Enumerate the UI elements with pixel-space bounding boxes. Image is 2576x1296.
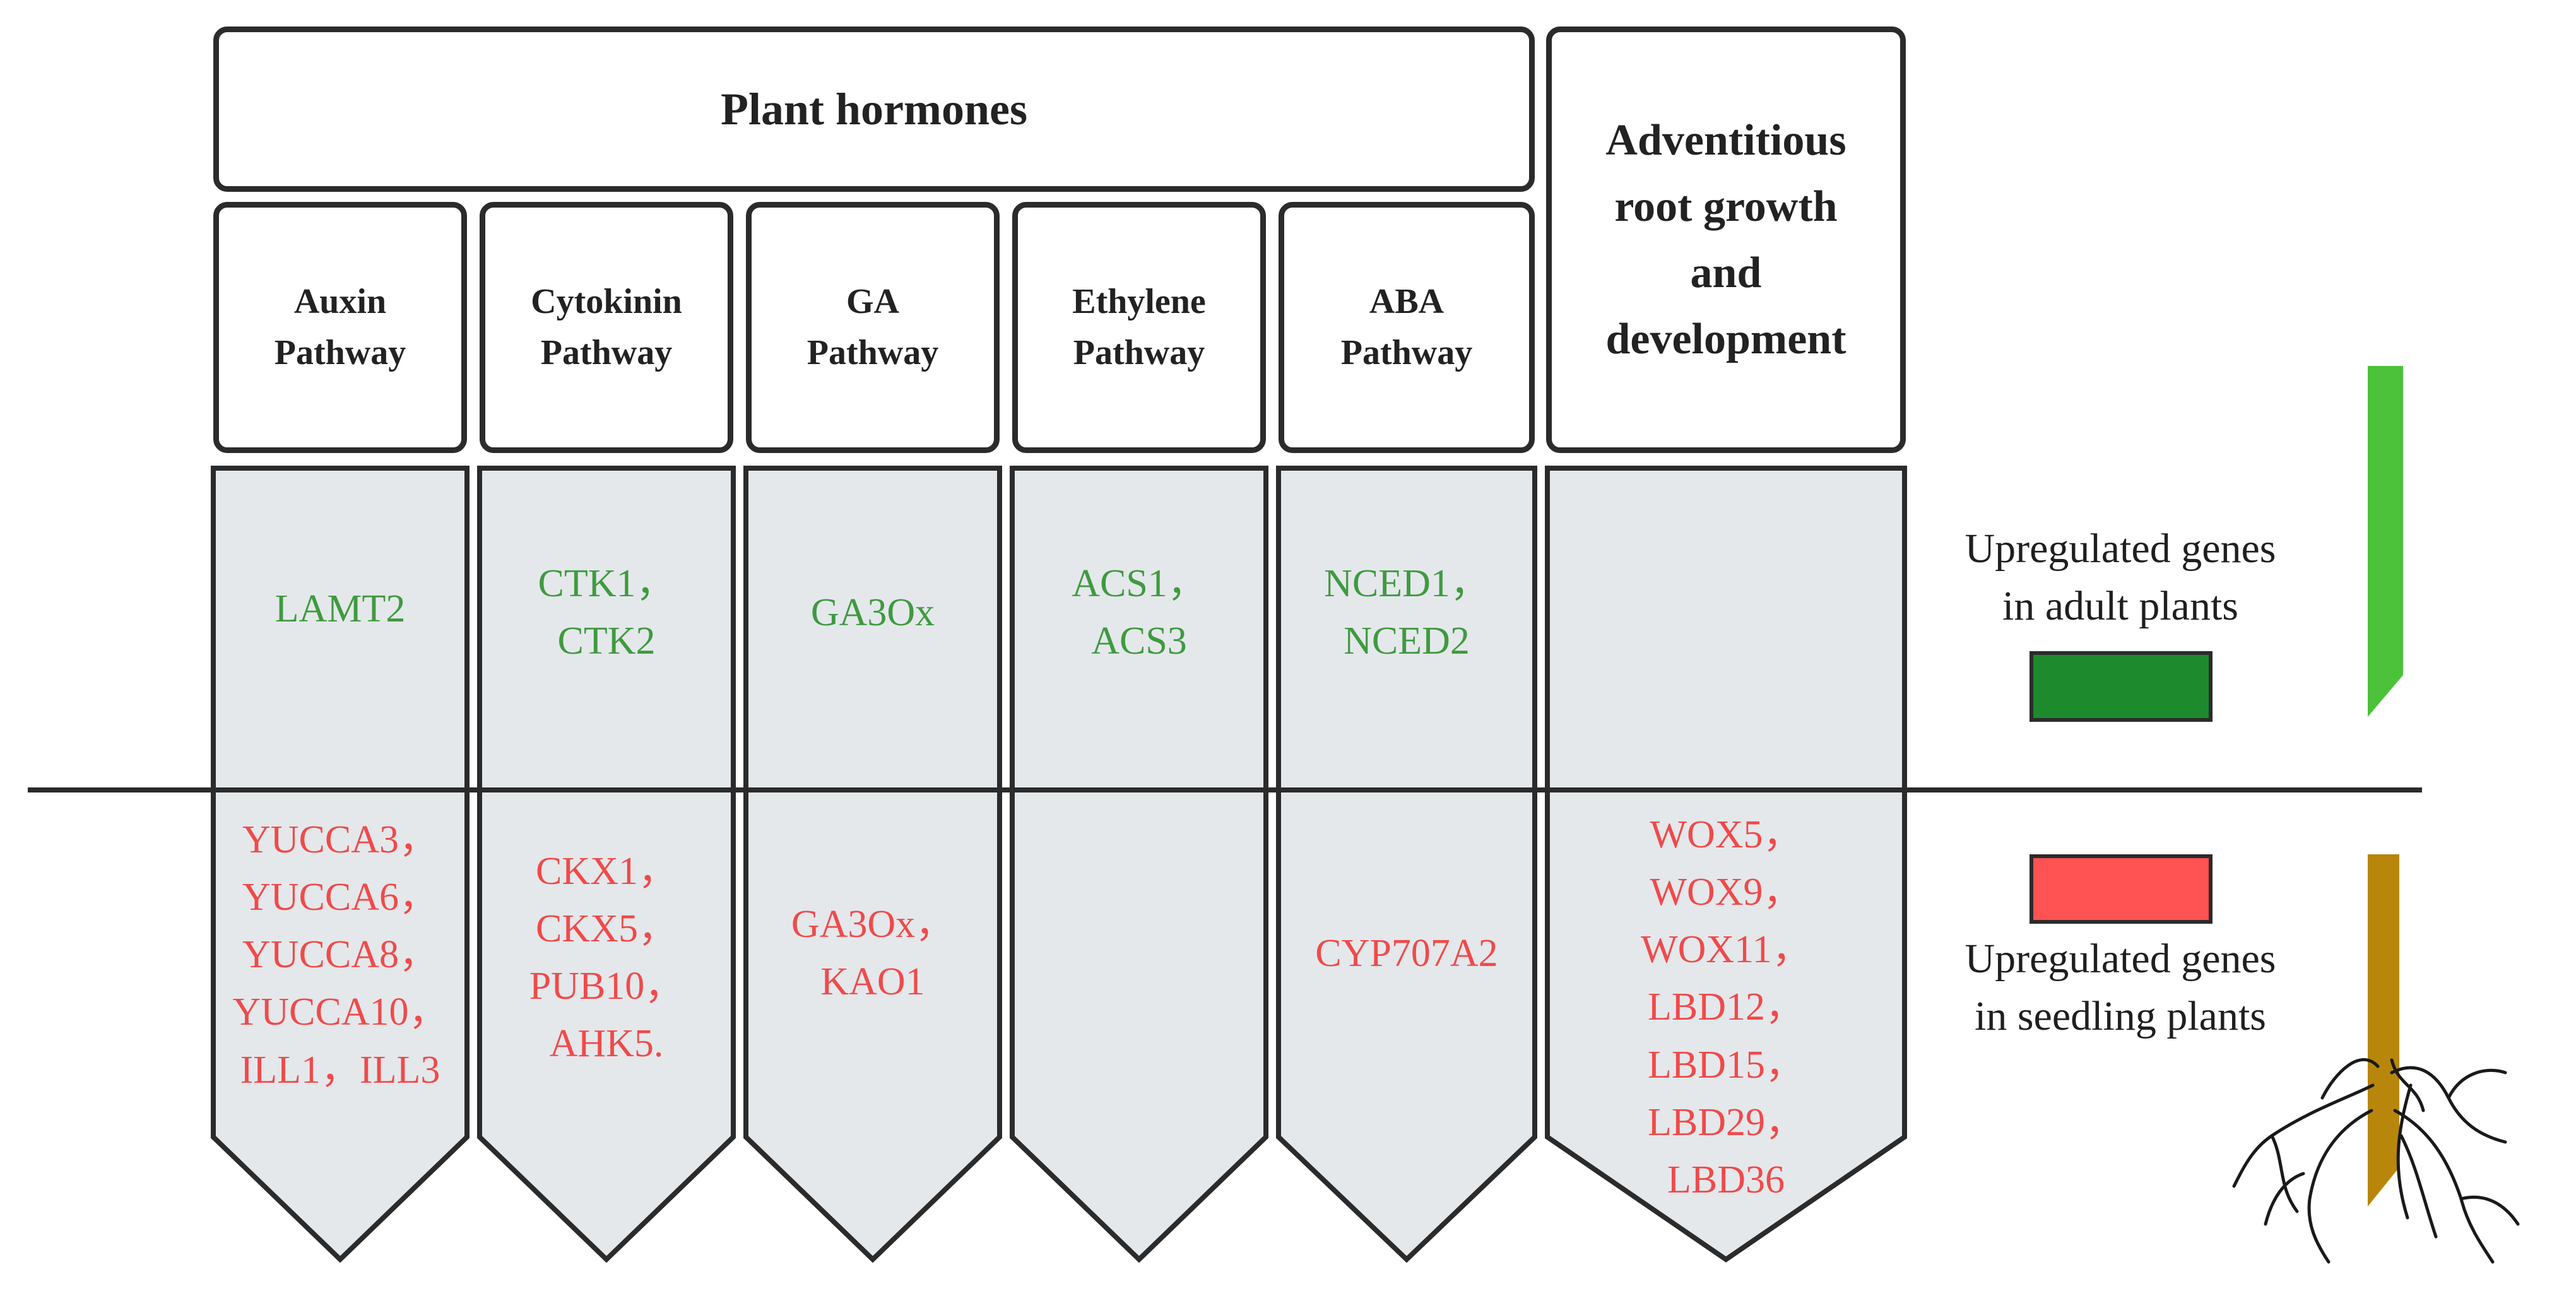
pathway-title-aba: ABA Pathway [1340,281,1473,372]
adult-genes-cytokinin: CTK1， CTK2 [538,562,675,663]
adult-genes-auxin: LAMT2 [275,587,406,630]
arrow-cytokinin [477,466,736,1263]
seedling-genes-auxin: YUCCA3， YUCCA6， YUCCA8， YUCCA10， ILL1，IL… [232,818,448,1092]
legend-adult-label: Upregulated genes in adult plants [1964,526,2276,630]
arrow-ethylene [1010,466,1268,1263]
arrow-auxin [211,466,470,1263]
plant-hormones-header: Plant hormones [213,27,1535,192]
pathway-title-ethylene: Ethylene Pathway [1072,281,1206,372]
seedling-genes-ga: GA3Ox， KAO1 [791,903,955,1004]
legend-seedling-label: Upregulated genes in seedling plants [1964,936,2276,1040]
arrow-ga [743,466,1002,1263]
legend-adult-swatch [2029,651,2213,722]
pathway-title-auxin: Auxin Pathway [274,281,406,372]
pathway-header-cytokinin: Cytokinin Pathway [480,202,733,453]
adult-genes-aba: NCED1， NCED2 [1324,562,1489,663]
pathway-header-aba: ABA Pathway [1279,202,1535,453]
arrow-aba [1276,466,1537,1263]
root-stem-icon [2368,854,2399,1206]
pathway-title-cytokinin: Cytokinin Pathway [531,281,682,372]
seedling-genes-adventitious: WOX5， WOX9， WOX11， LBD12， LBD15， LBD29， … [1641,813,1811,1201]
shoot-icon [2368,366,2403,717]
seedling-genes-cytokinin: CKX1， CKX5， PUB10， AHK5. [529,850,684,1066]
root-lines-icon [2232,1058,2520,1264]
adult-genes-ethylene: ACS1， ACS3 [1072,562,1207,663]
legend-seedling-swatch [2029,854,2213,924]
plant-hormones-title: Plant hormones [721,83,1027,134]
seedling-genes-aba: CYP707A2 [1315,932,1498,975]
pathway-header-ethylene: Ethylene Pathway [1012,202,1266,453]
pathway-header-auxin: Auxin Pathway [213,202,467,453]
pathway-header-ga: GA Pathway [746,202,1000,453]
arrow-adventitious [1545,466,1907,1263]
adventitious-root-header: Adventitious root growth and development [1546,27,1906,453]
adult-genes-ga: GA3Ox [810,591,935,634]
pathway-title-ga: GA Pathway [806,281,939,372]
adventitious-root-title: Adventitious root growth and development [1605,116,1846,363]
